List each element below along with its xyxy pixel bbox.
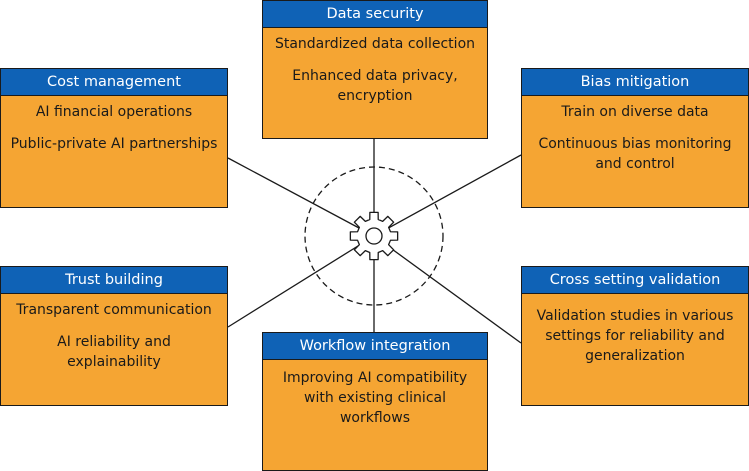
- connector-cost-management: [227, 157, 375, 237]
- card-body: AI financial operations Public-private A…: [1, 96, 227, 154]
- card-item: Transparent communication: [16, 302, 212, 318]
- card-title: Trust building: [1, 267, 227, 294]
- card-title: Data security: [263, 1, 487, 28]
- card-bias-mitigation: Bias mitigation Train on diverse data Co…: [521, 68, 749, 208]
- card-item: Public-private AI partnerships: [10, 136, 218, 152]
- card-cost-management: Cost management AI financial operations …: [0, 68, 228, 208]
- card-item: Validation studies in various settings f…: [536, 308, 734, 364]
- card-item: Enhanced data privacy, encryption: [292, 68, 458, 104]
- card-title: Bias mitigation: [522, 69, 748, 96]
- card-body: Transparent communication AI reliability…: [1, 294, 227, 372]
- card-body: Standardized data collection Enhanced da…: [263, 28, 487, 106]
- card-workflow-integration: Workflow integration Improving AI compat…: [262, 332, 488, 471]
- card-item: Continuous bias monitoring and control: [538, 136, 732, 172]
- gear-icon: [349, 211, 399, 261]
- card-trust-building: Trust building Transparent communication…: [0, 266, 228, 406]
- connector-cross-setting-validation: [373, 235, 522, 344]
- card-body: Validation studies in various settings f…: [522, 294, 748, 366]
- card-cross-setting-validation: Cross setting validation Validation stud…: [521, 266, 749, 406]
- card-item: Train on diverse data: [561, 104, 709, 120]
- connector-trust-building: [227, 235, 375, 328]
- card-body: Train on diverse data Continuous bias mo…: [522, 96, 748, 174]
- card-item: Improving AI compatibility with existing…: [282, 370, 468, 426]
- card-title: Workflow integration: [263, 333, 487, 360]
- card-title: Cross setting validation: [522, 267, 748, 294]
- card-item: Standardized data collection: [274, 36, 476, 52]
- card-item: AI financial operations: [35, 104, 193, 120]
- card-body: Improving AI compatibility with existing…: [263, 360, 487, 428]
- card-data-security: Data security Standardized data collecti…: [262, 0, 488, 139]
- connector-bias-mitigation: [373, 154, 522, 237]
- card-item: AI reliability and explainability: [57, 334, 171, 370]
- card-title: Cost management: [1, 69, 227, 96]
- hub-dashed-circle: [304, 166, 444, 306]
